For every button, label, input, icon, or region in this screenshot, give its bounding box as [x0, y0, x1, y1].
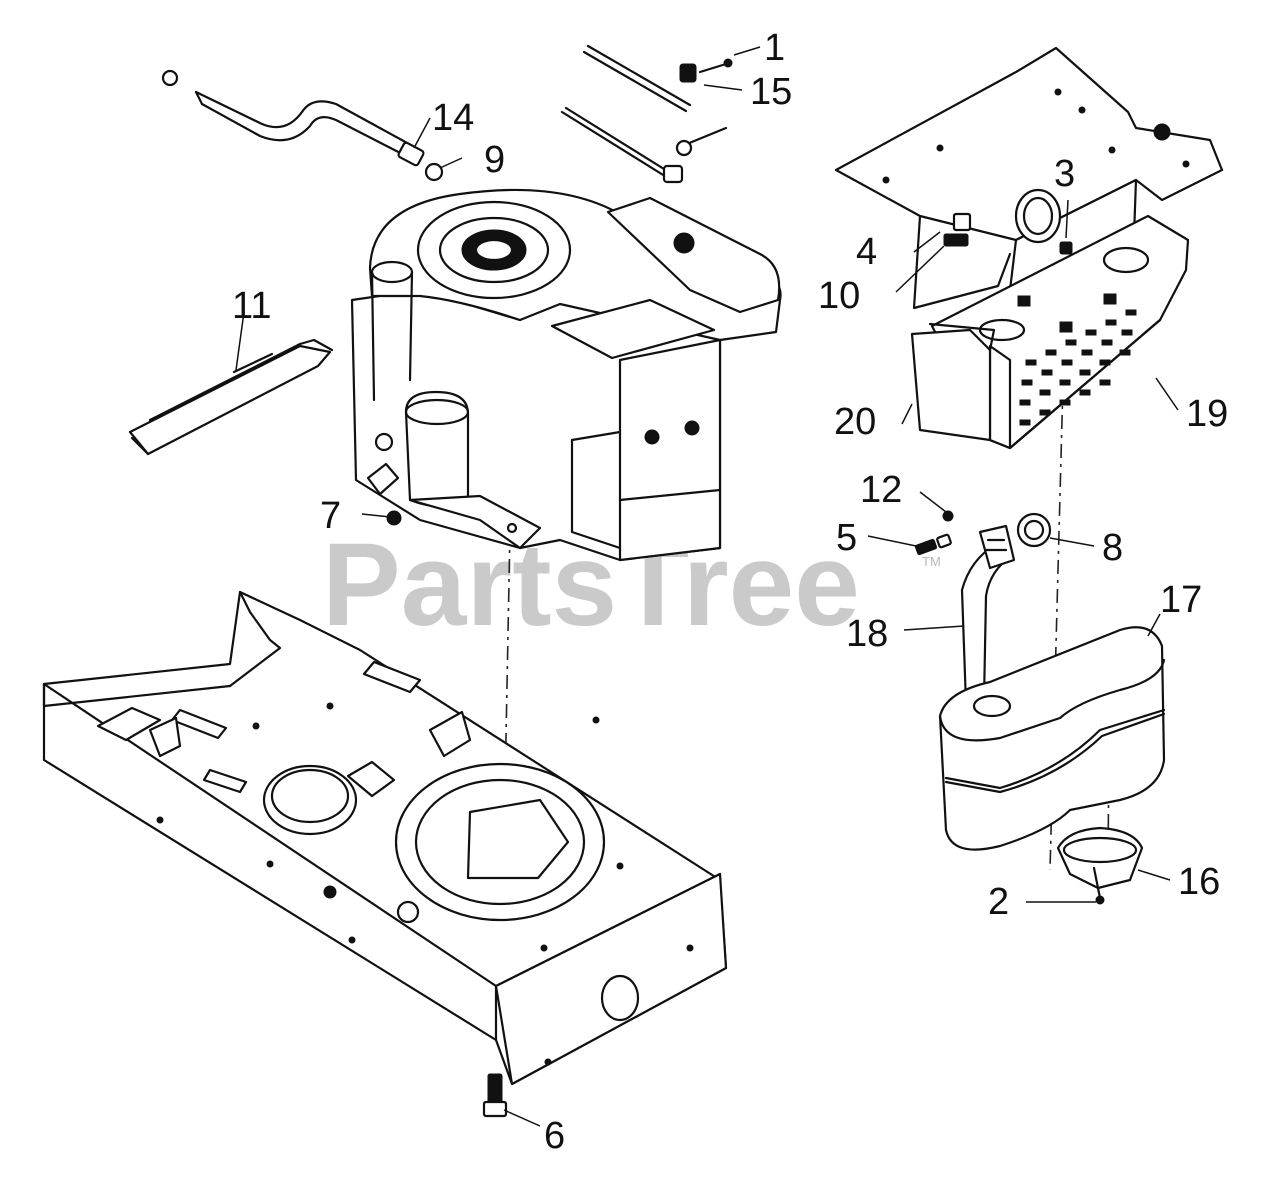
- callout-10: 10: [818, 275, 860, 317]
- callout-9: 9: [484, 139, 505, 181]
- muffler-bracket-part[interactable]: [834, 46, 1224, 310]
- callout-19: 19: [1186, 393, 1228, 435]
- callout-4: 4: [856, 231, 877, 273]
- muffler-heat-shield-part[interactable]: [930, 214, 1190, 450]
- chassis-frame[interactable]: [42, 590, 728, 1086]
- watermark-tm: TM: [922, 554, 941, 569]
- muffler-part[interactable]: [938, 626, 1166, 851]
- callout-8: 8: [1102, 527, 1123, 569]
- callout-14: 14: [432, 97, 474, 139]
- callout-18: 18: [846, 613, 888, 655]
- callout-5: 5: [836, 517, 857, 559]
- spark-deflector-part[interactable]: [1056, 826, 1144, 905]
- shroud-channel-part[interactable]: [128, 338, 334, 456]
- callout-16: 16: [1178, 861, 1220, 903]
- choke-cable-part[interactable]: [560, 106, 728, 184]
- callout-2: 2: [988, 881, 1009, 923]
- callout-numbers: 1 2 3 4 5 6 7 8 9 10 11 12 14 15 16 17 1…: [232, 27, 1228, 1157]
- engine-assembly[interactable]: [350, 188, 782, 562]
- throttle-cable-part[interactable]: [582, 44, 733, 113]
- callout-leader-lines: [235, 46, 1179, 1127]
- callout-20: 20: [834, 401, 876, 443]
- callout-11: 11: [232, 285, 271, 327]
- muffler-end-plate-part[interactable]: [910, 322, 996, 442]
- callout-12: 12: [860, 469, 902, 511]
- callout-6: 6: [544, 1115, 565, 1157]
- callout-1: 1: [764, 27, 785, 69]
- callout-3: 3: [1054, 153, 1075, 195]
- callout-7: 7: [320, 495, 341, 537]
- exhaust-pipe-part[interactable]: [914, 510, 1052, 706]
- fuel-line-part[interactable]: [161, 69, 444, 182]
- shield-vent-slots: [1019, 309, 1137, 426]
- bolt-part[interactable]: [482, 1073, 508, 1118]
- callout-15: 15: [750, 71, 792, 113]
- callout-17: 17: [1160, 579, 1202, 621]
